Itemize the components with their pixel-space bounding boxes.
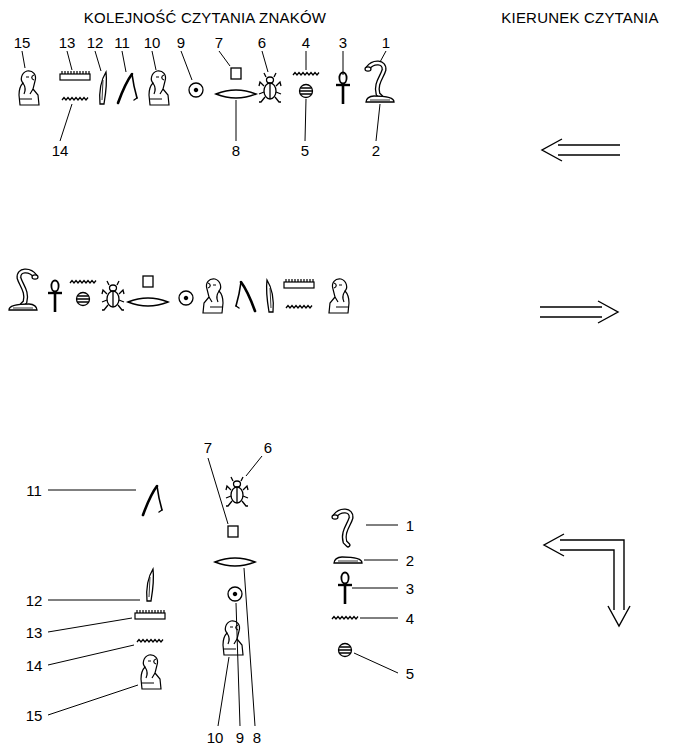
column-heading: KOLEJNOŚĆ CZYTANIA ZNAKÓW	[84, 10, 326, 25]
callout-number: 15	[14, 35, 31, 50]
callout-number: 4	[406, 611, 414, 626]
callout-number: 6	[264, 440, 272, 455]
glyph-row-2	[9, 271, 349, 313]
direction-arrows	[540, 139, 630, 626]
leader-lines-columns	[48, 456, 398, 726]
callout-number: 9	[177, 35, 185, 50]
callout-number: 3	[339, 35, 347, 50]
callout-number: 13	[59, 35, 76, 50]
callout-number: 5	[406, 666, 414, 681]
callout-number: 10	[144, 35, 161, 50]
callout-number: 11	[26, 483, 42, 498]
callout-number: 4	[302, 35, 310, 50]
callout-number: 8	[232, 143, 240, 158]
leader-lines-row-1	[22, 51, 386, 141]
column-heading: KIERUNEK CZYTANIA	[501, 10, 658, 25]
callout-number: 14	[26, 658, 43, 673]
callout-number: 12	[26, 593, 43, 608]
callout-number: 1	[382, 35, 390, 50]
callout-number: 1	[406, 518, 414, 533]
callout-number: 8	[253, 730, 261, 745]
glyph-columns	[135, 477, 362, 689]
callout-number: 5	[301, 143, 309, 158]
callout-number: 2	[406, 553, 414, 568]
callout-number: 7	[204, 440, 212, 455]
glyph-row-1	[19, 63, 394, 105]
callout-number: 7	[215, 35, 223, 50]
callout-number: 15	[26, 708, 43, 723]
callout-number: 12	[87, 35, 104, 50]
callout-number: 14	[52, 143, 69, 158]
callout-number: 13	[26, 625, 43, 640]
callout-number: 3	[406, 581, 414, 596]
callout-number: 10	[207, 730, 224, 745]
callout-number: 2	[372, 143, 380, 158]
callout-number: 11	[114, 35, 130, 50]
callout-number: 6	[258, 35, 266, 50]
callout-number: 9	[236, 730, 244, 745]
